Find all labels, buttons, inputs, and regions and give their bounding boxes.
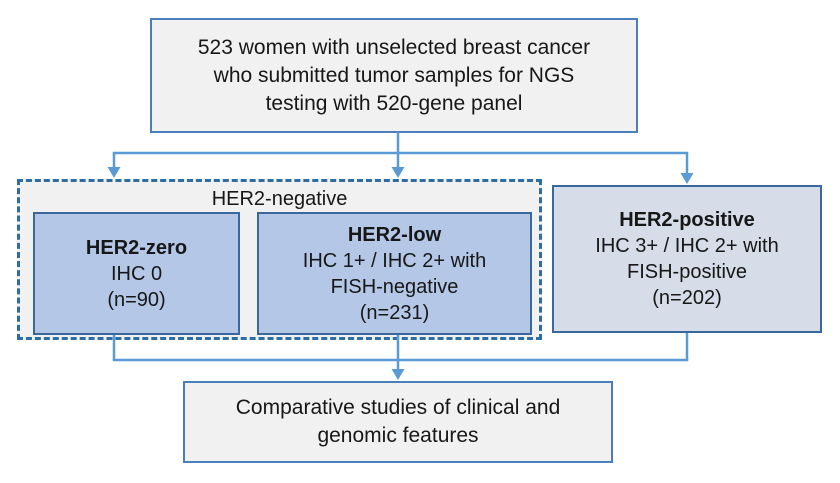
her2-low-line: FISH-negative: [330, 275, 459, 298]
source-population-box: 523 women with unselected breast cancer …: [150, 18, 638, 133]
merge-connector: [112, 333, 689, 380]
her2-zero-title: HER2-zero: [85, 236, 188, 259]
her2-positive-box: HER2-positive IHC 3+ / IHC 2+ with FISH-…: [552, 185, 822, 333]
source-population-line: who submitted tumor samples for NGS: [213, 63, 575, 87]
source-population-line: 523 women with unselected breast cancer: [197, 35, 591, 59]
her2-positive-line: IHC 3+ / IHC 2+ with: [595, 235, 779, 257]
outcome-line: Comparative studies of clinical and: [235, 396, 561, 419]
arrow-down-icon: [680, 173, 694, 184]
her2-zero-count: (n=90): [107, 288, 166, 311]
her2-zero-line: IHC 0: [110, 262, 163, 285]
her2-positive-line: FISH-positive: [626, 261, 748, 283]
her2-zero-box: HER2-zero IHC 0 (n=90): [33, 212, 240, 335]
arrow-down-icon: [391, 369, 405, 380]
her2-negative-group-label: HER2-negative: [211, 188, 348, 210]
source-population-line: testing with 520-gene panel: [265, 91, 523, 115]
arrow-down-icon: [107, 167, 121, 178]
her2-low-line: IHC 1+ / IHC 2+ with: [302, 249, 487, 272]
her2-positive-count: (n=202): [652, 287, 722, 309]
outcome-line: genomic features: [317, 424, 479, 447]
arrow-down-icon: [391, 167, 405, 178]
outcome-box: Comparative studies of clinical and geno…: [183, 381, 613, 463]
her2-positive-title: HER2-positive: [619, 209, 755, 231]
her2-low-title: HER2-low: [347, 223, 442, 246]
split-connector: [107, 132, 694, 184]
her2-low-box: HER2-low IHC 1+ / IHC 2+ with FISH-negat…: [257, 212, 532, 335]
her2-low-count: (n=231): [359, 301, 430, 324]
